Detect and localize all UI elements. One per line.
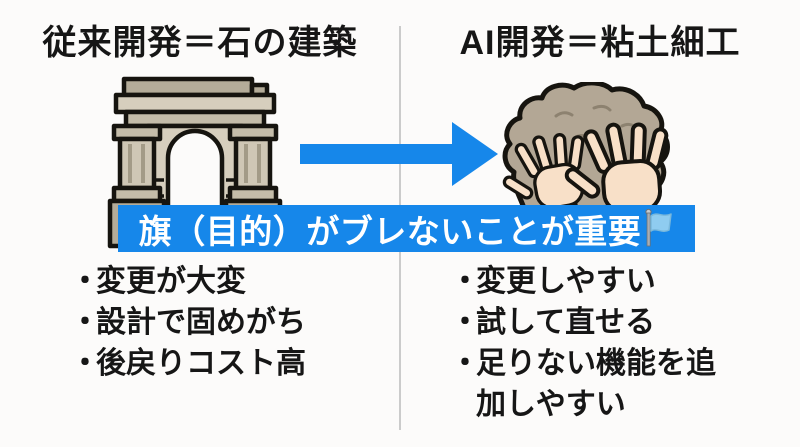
list-item: ・ 変更しやすい [450, 261, 728, 302]
right-arrow-icon [300, 122, 498, 186]
bullet-text: 変更しやすい [476, 265, 656, 298]
blue-flag-icon [645, 208, 672, 246]
bullet-text: 設計で固めがち [96, 306, 306, 339]
bullet-marker: ・ [450, 306, 480, 339]
bullet-text: 試して直せる [476, 306, 656, 339]
right-title: AI開発＝粘土細工 [459, 24, 741, 62]
bullet-text: 変更が大変 [96, 265, 246, 298]
list-item: ・ 試して直せる [450, 302, 728, 343]
left-bullet-list: ・ 変更が大変 ・ 設計で固めがち ・ 後戻りコスト高 [70, 261, 306, 384]
bullet-marker: ・ [70, 347, 100, 380]
list-item: ・ 後戻りコスト高 [70, 343, 306, 384]
bullet-marker: ・ [450, 265, 480, 298]
right-bullet-list: ・ 変更しやすい ・ 試して直せる ・ 足りない機能を追加しやすい [450, 261, 728, 425]
list-item: ・ 変更が大変 [70, 261, 306, 302]
bullet-marker: ・ [450, 347, 480, 380]
list-item: ・ 設計で固めがち [70, 302, 306, 343]
bullet-marker: ・ [70, 265, 100, 298]
key-message-banner: 旗（目的）がブレないことが重要 [118, 205, 695, 252]
list-item: ・ 足りない機能を追加しやすい [450, 343, 728, 425]
left-title: 従来開発＝石の建築 [42, 24, 358, 62]
banner-text: 旗（目的）がブレないことが重要 [138, 212, 642, 250]
bullet-text: 後戻りコスト高 [96, 347, 306, 380]
bullet-text: 足りない機能を追加しやすい [476, 347, 716, 421]
clay-hands-icon [498, 82, 682, 208]
bullet-marker: ・ [70, 306, 100, 339]
